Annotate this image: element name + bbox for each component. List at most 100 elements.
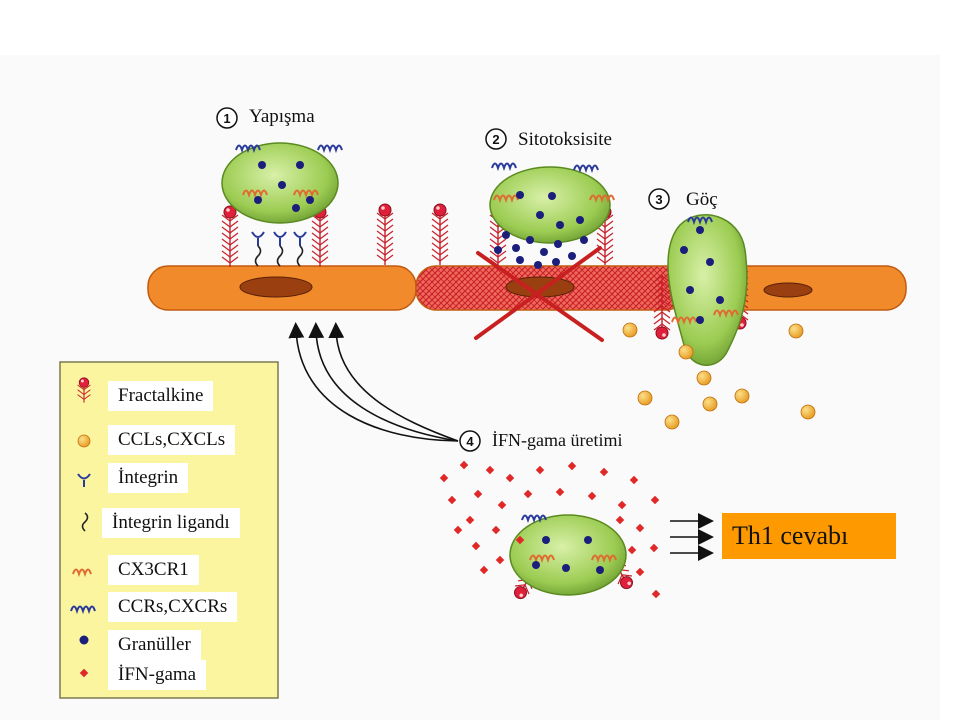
- step-number: 2: [492, 132, 499, 147]
- ifn-gamma-icon: [635, 567, 645, 577]
- ifn-gamma-icon: [465, 515, 475, 525]
- ccr-cxcr-icon: [573, 164, 599, 174]
- ifn-gamma-icon: [535, 465, 545, 475]
- integrin-ligand-icon: [254, 245, 262, 267]
- step-label: İFN-gama üretimi: [492, 430, 622, 450]
- chemokine-icon: [696, 370, 712, 386]
- ccr-cxcr-icon: [521, 514, 547, 524]
- th1-response-box: Th1 cevabı: [722, 513, 896, 559]
- curved-arrow: [308, 322, 459, 442]
- ccr-cxcr-icon: [235, 144, 261, 154]
- ccr-cxcr-icon: [491, 162, 517, 172]
- step-label: Yapışma: [249, 106, 315, 127]
- leukocyte-ifn: [509, 514, 627, 596]
- granule-icon: [512, 244, 520, 252]
- ifn-gamma-icon: [649, 543, 659, 553]
- chemokine-icon: [664, 414, 680, 430]
- ifn-gamma-icon: [617, 500, 627, 510]
- granule-icon: [554, 240, 562, 248]
- granule-icon: [536, 211, 544, 219]
- cx3cr1-icon: [529, 554, 555, 564]
- granule-icon: [258, 161, 266, 169]
- ifn-gamma-icon: [629, 475, 639, 485]
- ifn-gamma-icon: [555, 487, 565, 497]
- integrin-icon: [293, 231, 307, 267]
- granule-icon: [516, 256, 524, 264]
- cx3cr1-icon: [591, 554, 617, 564]
- granule-icon: [502, 231, 510, 239]
- chemokine-icon: [702, 396, 718, 412]
- granule-icon: [532, 561, 540, 569]
- chemokine-icon: [622, 322, 638, 338]
- ifn-gamma-icon: [515, 535, 525, 545]
- granule-icon: [584, 536, 592, 544]
- granule-icon: [580, 236, 588, 244]
- granule-icon: [278, 181, 286, 189]
- integrin-icon: [273, 231, 287, 267]
- ifn-gamma-icon: [491, 525, 501, 535]
- step-number-badge: [459, 430, 481, 452]
- cx3cr1-icon: [293, 189, 319, 199]
- legend-label-granules: Granüller: [108, 630, 201, 660]
- cx3cr1-icon: [671, 316, 697, 326]
- ifn-gamma-icon: [495, 555, 505, 565]
- granule-icon: [596, 566, 604, 574]
- curved-arrow: [328, 322, 459, 442]
- ifn-gamma-icon: [587, 491, 597, 501]
- chemokine-icon: [637, 390, 653, 406]
- granule-icon: [686, 286, 694, 294]
- granule-icon: [306, 196, 314, 204]
- step-number-badge: [648, 188, 670, 210]
- granule-icon: [696, 316, 704, 324]
- legend-label-integrin: İntegrin: [108, 463, 189, 493]
- legend-label-integrin-ligand: İntegrin ligandı: [102, 508, 240, 538]
- chemokine-icon: [734, 388, 750, 404]
- ifn-gamma-icon: [453, 525, 463, 535]
- step-label: Sitotoksisite: [518, 129, 612, 150]
- cx3cr1-icon: [72, 568, 92, 578]
- ifn-gamma-icon: [479, 565, 489, 575]
- chemokine-icon: [678, 344, 694, 360]
- step-number: 3: [655, 192, 662, 207]
- cx3cr1-icon: [589, 194, 615, 204]
- ifn-gamma-group: [439, 460, 661, 599]
- fractalkine-icon: [77, 377, 91, 403]
- ifn-gamma-icon: [497, 500, 507, 510]
- ifn-gamma-icon: [485, 465, 495, 475]
- granule-icon: [540, 248, 548, 256]
- cell-body: [509, 514, 627, 596]
- step-number-badge: [485, 128, 507, 150]
- chemokine-icon: [800, 404, 816, 420]
- ifn-gamma-icon: [651, 589, 661, 599]
- granule-icon: [254, 196, 262, 204]
- step-number-badge: [216, 107, 238, 129]
- granule-icon: [562, 564, 570, 572]
- receptor-group: [235, 144, 739, 564]
- ifn-gamma-icon: [650, 495, 660, 505]
- cx3cr1-icon: [713, 309, 739, 319]
- ccr-cxcr-icon: [317, 144, 343, 154]
- granule-icon: [680, 246, 688, 254]
- granule-group: [254, 161, 724, 574]
- ccr-cxcr-icon: [687, 216, 713, 226]
- ifn-gamma-icon: [439, 473, 449, 483]
- ifn-gamma-icon: [627, 545, 637, 555]
- step-1: 1 Yapışma: [216, 106, 315, 129]
- granule-icon: [706, 258, 714, 266]
- chemokine-icon: [788, 323, 804, 339]
- granule-icon: [494, 246, 502, 254]
- ifn-gamma-icon: [599, 467, 609, 477]
- chemokine-group: [622, 322, 816, 430]
- step-4: 4 İFN-gama üretimi: [459, 430, 622, 452]
- ifn-gamma-icon: [505, 473, 515, 483]
- granule-icon: [548, 192, 556, 200]
- ifn-gamma-icon: [471, 541, 481, 551]
- ifn-gamma-icon: [615, 515, 625, 525]
- integrin-ligand-icon: [276, 245, 284, 267]
- leukocyte-migration: [667, 214, 748, 366]
- step-label: Göç: [686, 189, 718, 210]
- destruction-cross-icon: [474, 246, 604, 342]
- integrin-ligand-icon: [81, 512, 89, 532]
- cell-body: [667, 214, 748, 366]
- granule-icon: [79, 635, 89, 645]
